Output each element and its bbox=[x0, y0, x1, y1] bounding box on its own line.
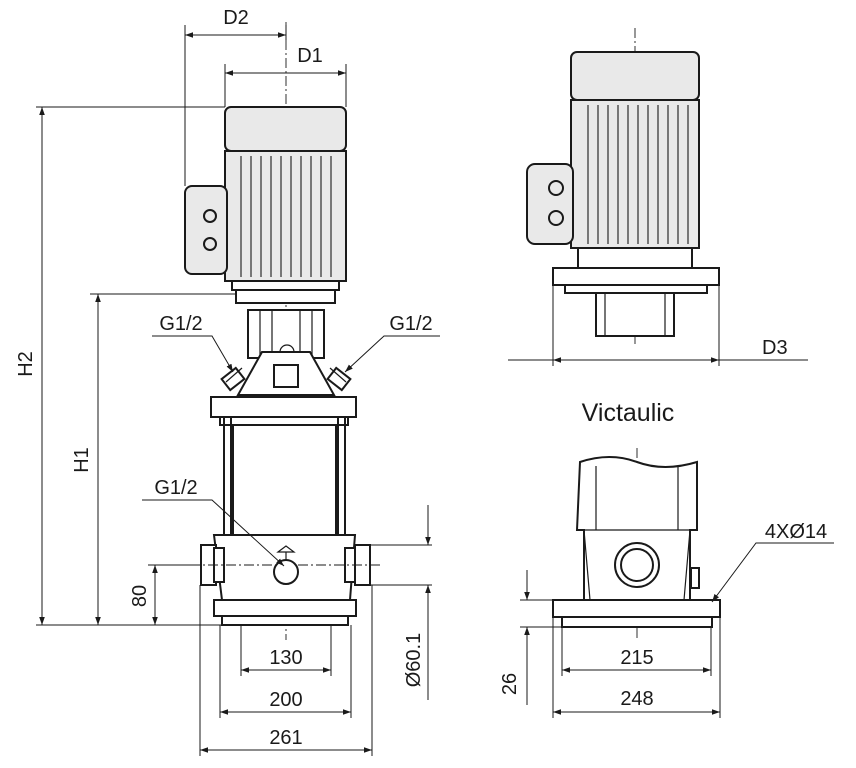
drain-plug bbox=[273, 545, 299, 585]
victaulic-view bbox=[552, 448, 721, 640]
side-motor-body bbox=[570, 99, 700, 249]
side-motor-cap bbox=[570, 51, 700, 101]
label-dim-261: 261 bbox=[269, 727, 302, 749]
label-dim-200: 200 bbox=[269, 689, 302, 711]
label-dim-26: 26 bbox=[499, 673, 521, 695]
victaulic-dimensions bbox=[520, 542, 834, 718]
front-dimensions bbox=[36, 25, 440, 756]
label-g-right: G1/2 bbox=[389, 313, 432, 335]
label-d3: D3 bbox=[762, 337, 788, 359]
label-dim-130: 130 bbox=[269, 647, 302, 669]
motor-cooling-fins bbox=[240, 156, 332, 277]
side-terminal-box bbox=[526, 163, 574, 245]
front-view bbox=[184, 22, 380, 640]
label-holes: 4XØ14 bbox=[765, 521, 827, 543]
label-dim-248: 248 bbox=[620, 688, 653, 710]
labels: D2 D1 D3 H2 H1 G1/2 G1/2 G1/2 Victaulic … bbox=[15, 7, 827, 749]
victaulic-plug bbox=[690, 567, 700, 589]
side-motor-fins bbox=[587, 105, 689, 244]
terminal-box bbox=[184, 185, 228, 275]
label-d2: D2 bbox=[223, 7, 249, 29]
side-dimensions bbox=[508, 285, 808, 366]
label-dim-80: 80 bbox=[129, 585, 151, 607]
side-flange bbox=[552, 267, 720, 286]
vent-plug-left bbox=[220, 366, 246, 392]
motor bbox=[224, 106, 347, 304]
pump-casing bbox=[223, 417, 346, 590]
label-g-lower: G1/2 bbox=[154, 477, 197, 499]
label-h1: H1 bbox=[71, 447, 93, 473]
label-dim-215: 215 bbox=[620, 647, 653, 669]
victaulic-port bbox=[614, 542, 660, 588]
side-shaft-housing bbox=[595, 292, 675, 337]
side-motor-base bbox=[577, 247, 693, 269]
coupling bbox=[236, 309, 336, 396]
label-d1: D1 bbox=[297, 45, 323, 67]
label-dim-dia601: Ø60.1 bbox=[403, 633, 425, 687]
top-flange bbox=[210, 396, 357, 418]
victaulic-body bbox=[575, 456, 698, 601]
label-victaulic: Victaulic bbox=[582, 399, 675, 427]
side-view bbox=[526, 28, 720, 345]
label-g-left: G1/2 bbox=[159, 313, 202, 335]
vent-plug-right bbox=[326, 366, 352, 392]
victaulic-base bbox=[552, 599, 721, 618]
label-h2: H2 bbox=[15, 351, 37, 377]
